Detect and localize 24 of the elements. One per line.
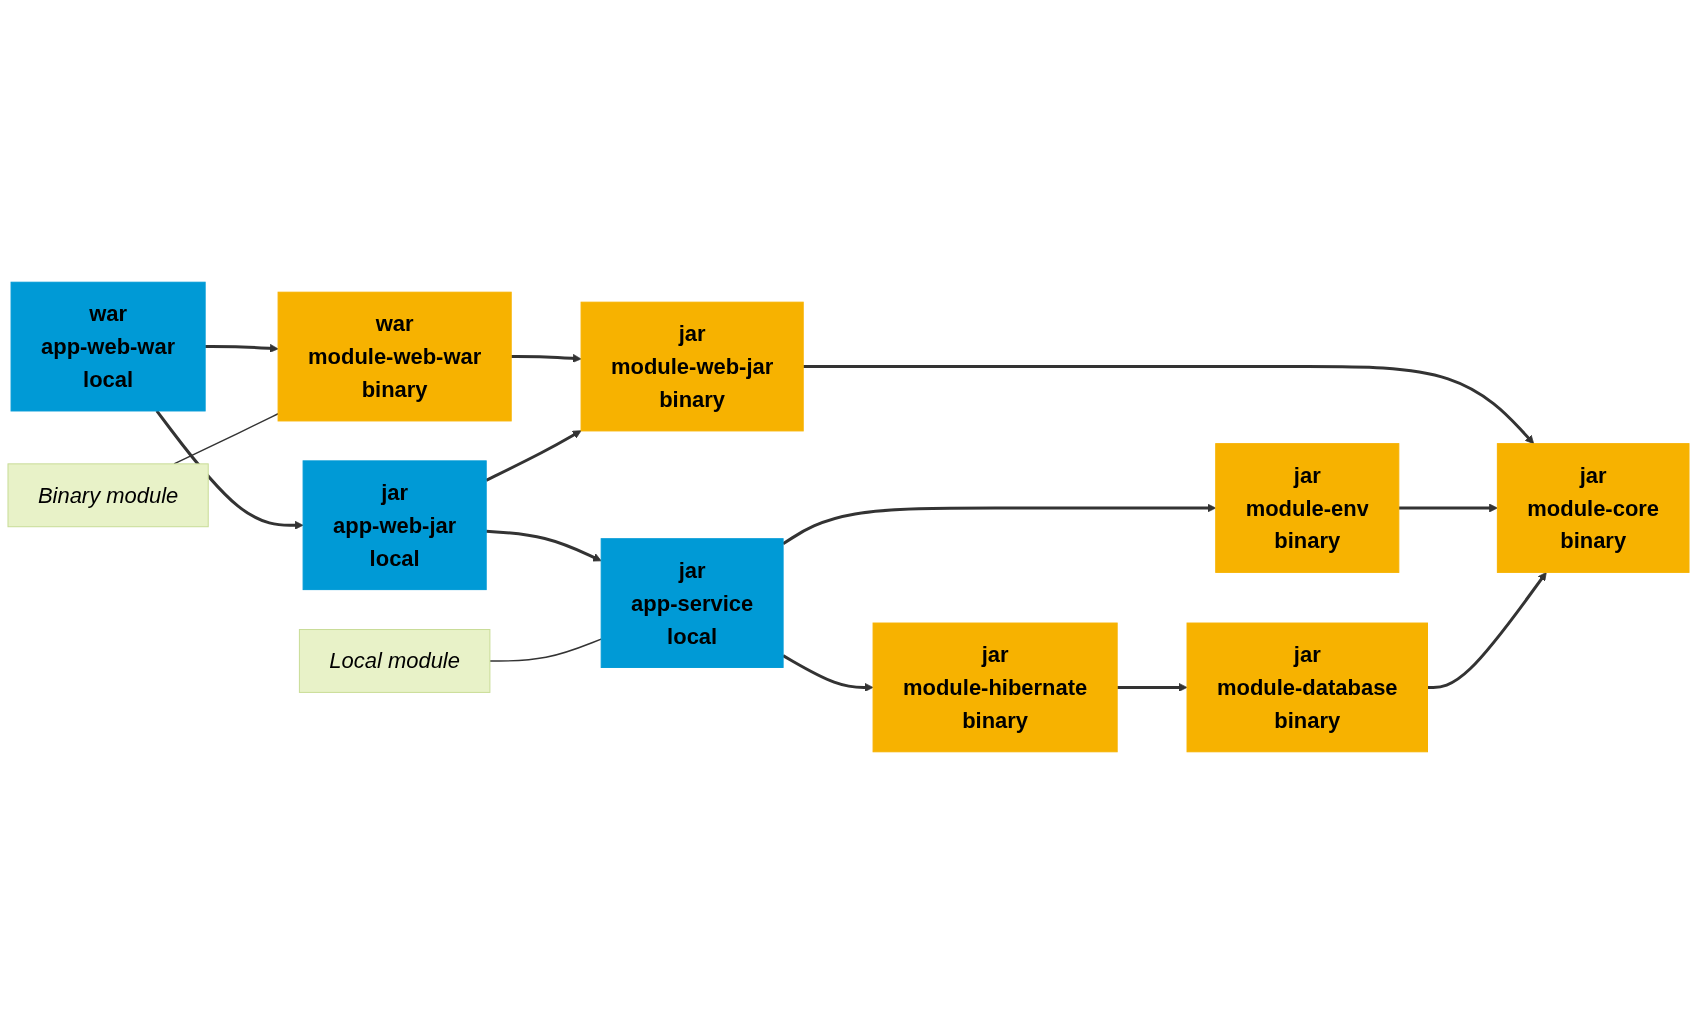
arrow: [782, 503, 1217, 545]
arrow: [1427, 571, 1547, 689]
node-box: jar module-web-jar binary: [580, 301, 804, 431]
node-box: jar app-web-jar local: [302, 459, 487, 590]
node-box: war app-web-war local: [10, 281, 206, 411]
node-box: jar module-hibernate binary: [872, 622, 1118, 752]
node-box: Binary module: [7, 462, 209, 527]
node-box: jar module-core binary: [1496, 442, 1690, 573]
node-box: Local module: [298, 628, 491, 693]
arrow: [511, 353, 582, 363]
node-box: jar app-service local: [600, 537, 784, 668]
arrow: [803, 364, 1535, 444]
arrow: [486, 529, 602, 561]
arrow: [155, 409, 304, 530]
node-box: jar module-database binary: [1186, 622, 1428, 752]
node-box: jar module-env binary: [1215, 442, 1400, 573]
arrow: [205, 343, 279, 353]
arrow: [485, 429, 582, 482]
connector: [173, 412, 279, 465]
connector: [489, 637, 602, 662]
arrow: [782, 653, 874, 692]
node-box: war module-web-war binary: [277, 291, 512, 421]
arrow: [1398, 503, 1498, 512]
arrow: [1117, 682, 1188, 692]
